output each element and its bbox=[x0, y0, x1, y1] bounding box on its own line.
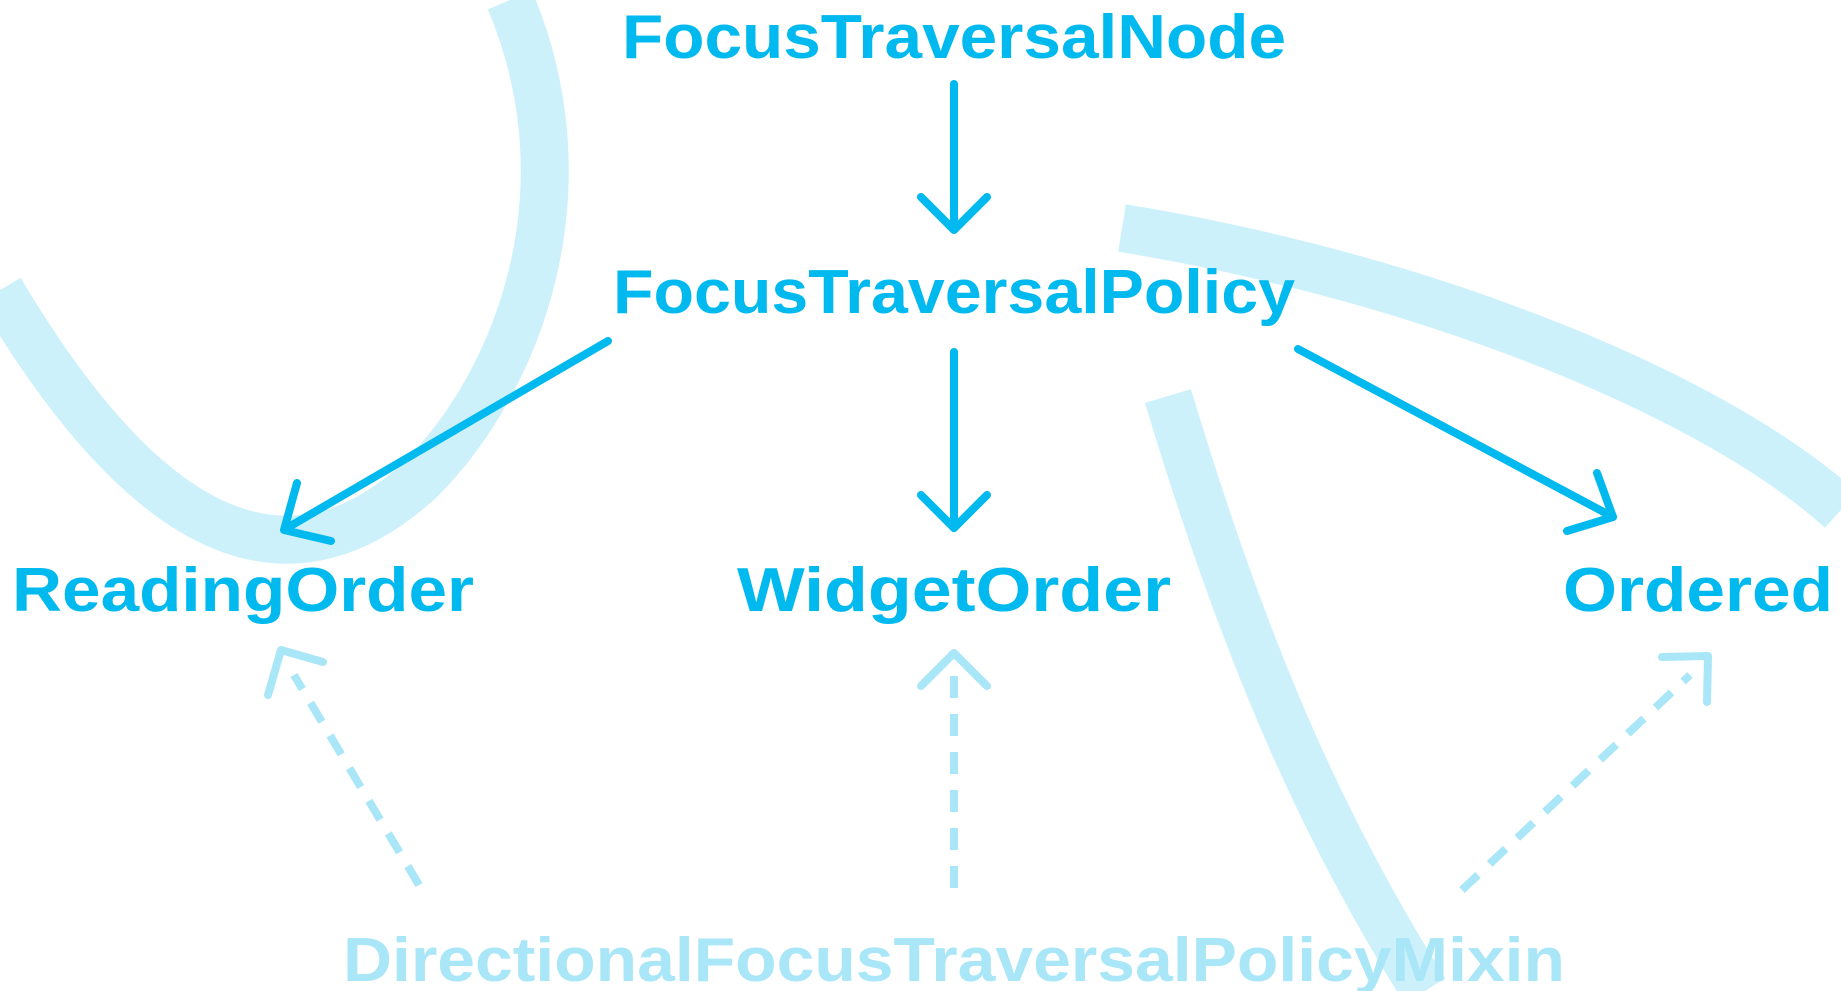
arrow-policy-to-readingorder bbox=[280, 337, 612, 545]
dashed-arrows bbox=[264, 646, 1712, 893]
swoosh-left-loop bbox=[0, 0, 569, 564]
dashed-arrow-mixin-to-readingorder bbox=[264, 646, 423, 888]
swoosh-right-diagonal bbox=[1145, 389, 1446, 991]
dashed-arrow-mixin-to-widgetorder bbox=[917, 649, 991, 888]
node-focus-traversal-policy: FocusTraversalPolicy bbox=[613, 258, 1296, 327]
node-reading-order: ReadingOrder bbox=[12, 556, 474, 625]
swoosh-right-arc bbox=[1118, 204, 1841, 528]
node-focus-traversal-node: FocusTraversalNode bbox=[622, 3, 1286, 72]
node-widget-order: WidgetOrder bbox=[737, 556, 1171, 625]
node-ordered: Ordered bbox=[1563, 556, 1833, 625]
dashed-arrow-mixin-to-ordered bbox=[1459, 652, 1712, 893]
arrow-node-to-policy bbox=[917, 80, 991, 234]
arrow-policy-to-widgetorder bbox=[917, 348, 991, 532]
node-directional-mixin: DirectionalFocusTraversalPolicyMixin bbox=[343, 926, 1565, 991]
arrow-policy-to-ordered bbox=[1294, 345, 1617, 535]
solid-arrows bbox=[280, 80, 1617, 545]
node-labels: FocusTraversalNode FocusTraversalPolicy … bbox=[12, 3, 1833, 991]
